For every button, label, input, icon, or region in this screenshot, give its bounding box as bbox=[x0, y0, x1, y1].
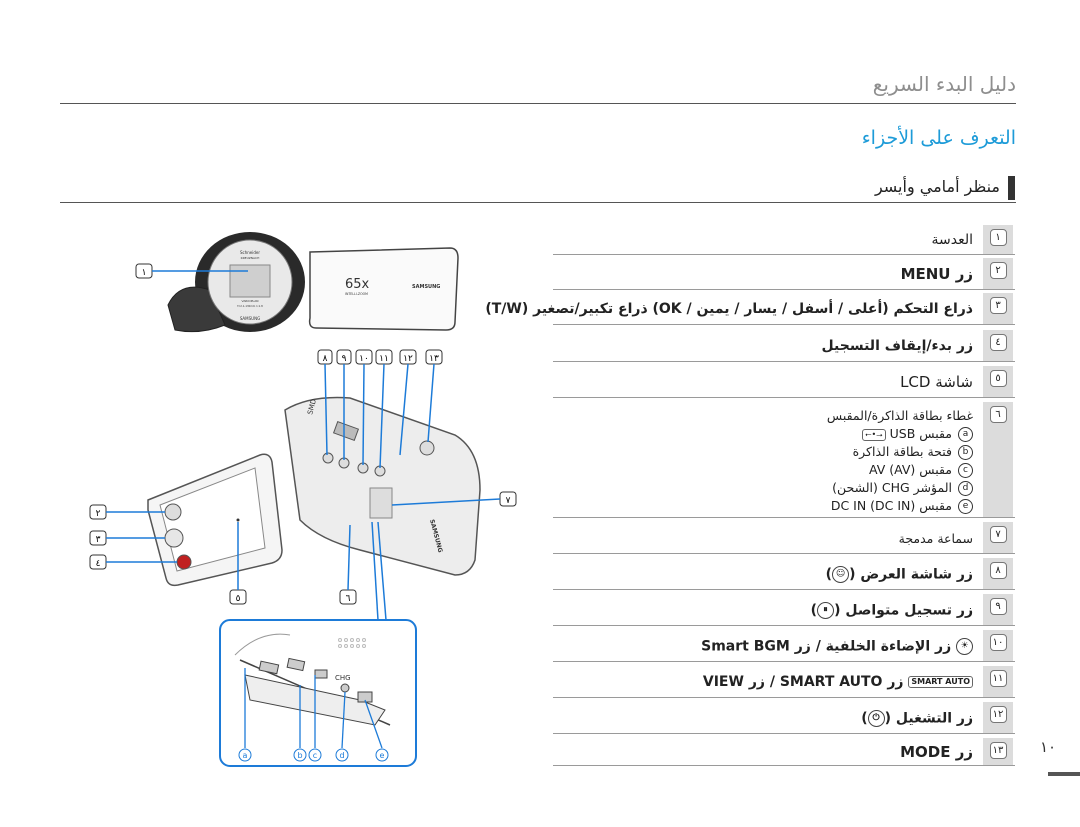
part-item-8: ٨ زر شاشة العرض (☺) bbox=[553, 558, 1015, 590]
front-brand: SAMSUNG bbox=[240, 316, 260, 321]
part-number: ١٣ bbox=[989, 742, 1007, 759]
jack-letter-e: e bbox=[380, 751, 385, 760]
svg-text:١: ١ bbox=[142, 268, 147, 278]
jack-letter-c: c bbox=[313, 751, 317, 760]
part-label: زر بدء/إيقاف التسجيل bbox=[821, 338, 973, 354]
part-label: ذراع التحكم (أعلى / أسفل / يسار / يمين /… bbox=[485, 301, 973, 317]
part-number: ٣ bbox=[989, 297, 1007, 314]
part-item-12: ١٢ زر التشغيل (⏻) bbox=[553, 702, 1015, 734]
subheading-marker bbox=[1008, 176, 1015, 200]
part-label: SMART AUTO زر SMART AUTO / زر VIEW bbox=[553, 674, 973, 690]
part-label: شاشة LCD bbox=[900, 373, 973, 391]
callout-2: ٢ bbox=[96, 509, 101, 519]
continuous-record-icon: ⏸ bbox=[817, 602, 835, 619]
jack-panel-detail: CHG a b c d e bbox=[219, 619, 417, 767]
subitem-c: cمقبس AV (AV) bbox=[553, 462, 973, 478]
jack-letter-b: b bbox=[297, 751, 302, 760]
callout-7: ٧ bbox=[506, 496, 511, 506]
part-label: سماعة مدمجة bbox=[898, 531, 973, 546]
zoom-label: 65x bbox=[345, 277, 370, 292]
subitem-a: aمقبس USB ⭠•⭢ bbox=[553, 426, 973, 442]
page-number: ١٠ bbox=[1040, 738, 1057, 756]
zoom-sub: INTELLI-ZOOM bbox=[345, 292, 368, 296]
part-number: ٤ bbox=[989, 334, 1007, 351]
lens-spec: f=2.1-130mm 1:1.8 bbox=[237, 304, 263, 308]
part-number: ٥ bbox=[989, 370, 1007, 387]
part-item-9: ٩ زر تسجيل متواصل (⏸) bbox=[553, 594, 1015, 626]
camcorder-front-view: Schneider KREUZNACH VARIOPLAN f=2.1-130m… bbox=[135, 232, 459, 333]
part-label: غطاء بطاقة الذاكرة/المقبس bbox=[826, 408, 973, 423]
part-item-13: ١٣ زر MODE bbox=[553, 738, 1015, 766]
smart-auto-icon: SMART AUTO bbox=[908, 676, 973, 688]
part-label: زر شاشة العرض (☺) bbox=[825, 566, 973, 583]
lens-sub: KREUZNACH bbox=[241, 256, 260, 260]
part-number: ٨ bbox=[989, 562, 1007, 579]
part-label: زر تسجيل متواصل (⏸) bbox=[810, 602, 973, 619]
part-item-4: ٤ زر بدء/إيقاف التسجيل bbox=[553, 330, 1015, 362]
jack-letter-a: a bbox=[243, 751, 248, 760]
callout-10: ١٠ bbox=[359, 354, 369, 364]
panel-brand: SAMSUNG bbox=[412, 284, 440, 290]
callout-6: ٦ bbox=[346, 594, 351, 604]
subheading: منظر أمامي وأيسر bbox=[874, 177, 1000, 196]
part-number: ١٠ bbox=[989, 634, 1007, 651]
power-icon: ⏻ bbox=[867, 710, 885, 727]
usb-icon: ⭠•⭢ bbox=[862, 428, 886, 441]
part-number: ٧ bbox=[989, 526, 1007, 543]
page-tab bbox=[1048, 772, 1080, 776]
jack-letter-d: d bbox=[339, 751, 344, 760]
subitem-b: bفتحة بطاقة الذاكرة bbox=[553, 444, 973, 460]
subitem-d: dالمؤشر CHG (الشحن) bbox=[553, 480, 973, 496]
part-item-6: ٦ غطاء بطاقة الذاكرة/المقبس aمقبس USB ⭠•… bbox=[553, 402, 1015, 518]
part-item-5: ٥ شاشة LCD bbox=[553, 366, 1015, 398]
camcorder-diagram: Schneider KREUZNACH VARIOPLAN f=2.1-130m… bbox=[89, 232, 517, 767]
part-number: ١٢ bbox=[989, 706, 1007, 723]
part-label: زر التشغيل (⏻) bbox=[861, 710, 973, 727]
part-number: ٦ bbox=[989, 406, 1007, 423]
callout-5: ٥ bbox=[236, 594, 241, 604]
part-item-7: ٧ سماعة مدمجة bbox=[553, 522, 1015, 554]
part-item-10: ١٠ ☀ زر الإضاءة الخلفية / زر Smart BGM bbox=[553, 630, 1015, 662]
part-item-11: ١١ SMART AUTO زر SMART AUTO / زر VIEW bbox=[553, 666, 1015, 698]
callout-11: ١١ bbox=[379, 354, 389, 364]
callout-12: ١٢ bbox=[403, 354, 413, 364]
part-number: ٢ bbox=[989, 262, 1007, 279]
callout-4: ٤ bbox=[96, 559, 101, 569]
subheading-rule bbox=[60, 202, 1016, 203]
callout-3: ٣ bbox=[96, 535, 101, 545]
part-label: زر MODE bbox=[900, 743, 973, 761]
display-button-icon: ☺ bbox=[832, 566, 850, 583]
part-item-3: ٣ ذراع التحكم (أعلى / أسفل / يسار / يمين… bbox=[485, 293, 1015, 325]
running-header: دليل البدء السريع bbox=[872, 72, 1016, 96]
callout-8: ٨ bbox=[323, 354, 328, 364]
callout-9: ٩ bbox=[342, 354, 347, 364]
side-text: SMD bbox=[306, 398, 318, 415]
section-title: التعرف على الأجزاء bbox=[861, 127, 1016, 149]
part-number: ٩ bbox=[989, 598, 1007, 615]
part-label: زر MENU bbox=[900, 265, 973, 283]
camcorder-side-view: SAMSUNG SMD ٨ ٩ ١٠ ١١ ١٢ ١٣ ٢ ٣ ٤ ٧ bbox=[89, 349, 517, 621]
header-rule bbox=[60, 103, 1016, 104]
part-item-1: ١ العدسة bbox=[553, 225, 1015, 255]
backlight-icon: ☀ bbox=[956, 638, 973, 655]
lens-brand: Schneider bbox=[240, 250, 260, 255]
part-number: ١ bbox=[989, 229, 1007, 246]
callout-13: ١٣ bbox=[429, 354, 439, 364]
part-label: العدسة bbox=[931, 232, 974, 248]
part-number: ١١ bbox=[989, 670, 1007, 687]
part-item-2: ٢ زر MENU bbox=[553, 258, 1015, 290]
part-label: ☀ زر الإضاءة الخلفية / زر Smart BGM bbox=[553, 638, 973, 655]
lens-model: VARIOPLAN bbox=[241, 299, 258, 303]
chg-label: CHG bbox=[335, 674, 351, 682]
subitem-e: eمقبس DC IN (DC IN) bbox=[553, 498, 973, 514]
